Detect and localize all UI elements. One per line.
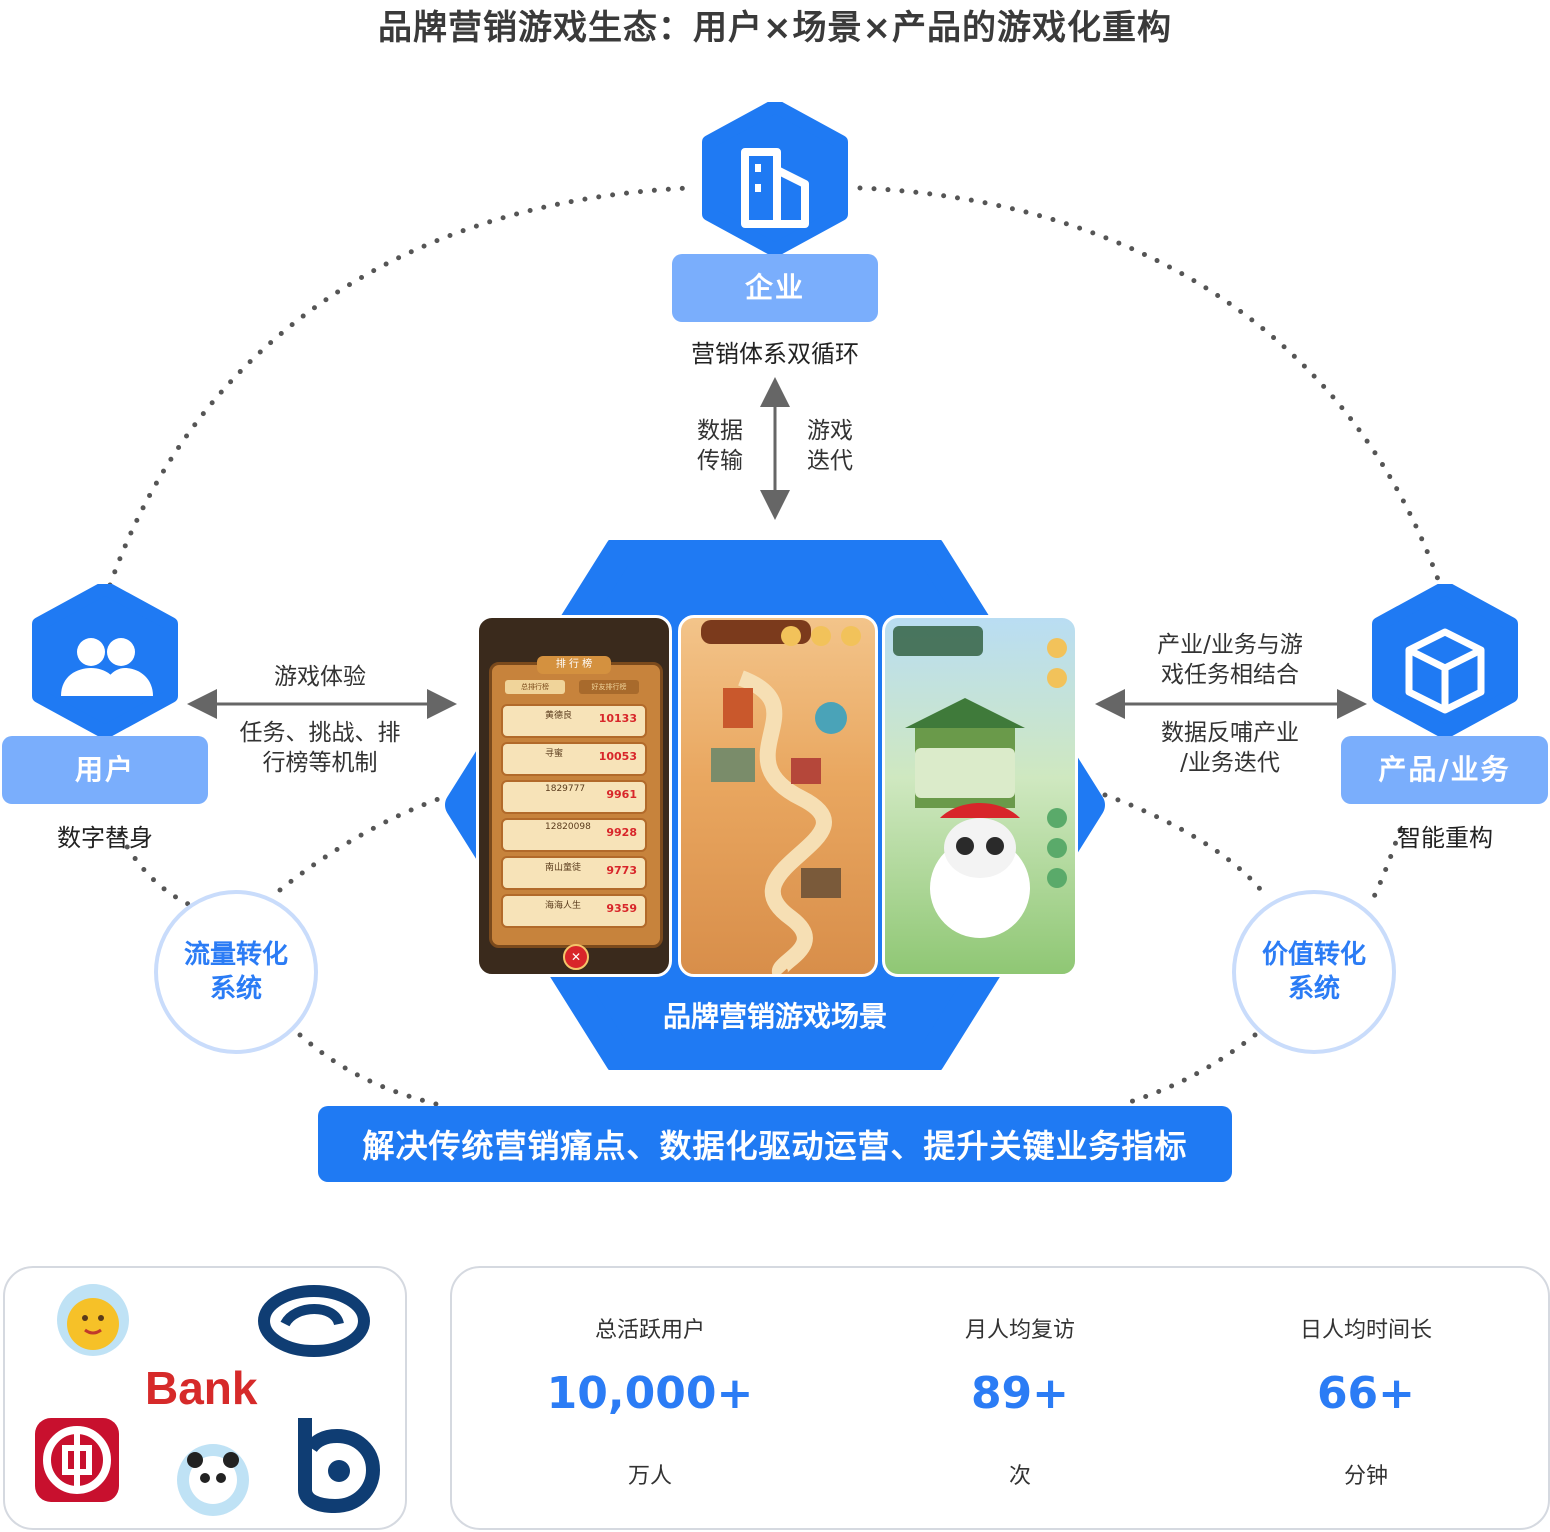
leaderboard-header: 排 行 榜 (537, 656, 611, 674)
user-tag: 用户 (2, 736, 208, 804)
orbit-left-to-center (280, 795, 450, 890)
metric-label: 总活跃用户 (500, 1312, 800, 1344)
product-subtitle: 智能重构 (1340, 818, 1550, 853)
partner-logos: Bank (5, 1268, 405, 1528)
blue-b-logo (305, 1418, 373, 1506)
red-bank-logo (35, 1418, 119, 1502)
user-subtitle: 数字替身 (0, 818, 210, 853)
garden-illustration (885, 618, 1075, 974)
enterprise-hexagon (699, 102, 851, 254)
metric-value: 66+ (1216, 1368, 1516, 1419)
enterprise-tag: 企业 (672, 254, 878, 322)
center-label: 品牌营销游戏场景 (455, 995, 1095, 1035)
metric-value: 10,000+ (500, 1368, 800, 1419)
link-data-feedback: 数据反哺产业/业务迭代 (1130, 718, 1330, 778)
metric-value: 89+ (870, 1368, 1170, 1419)
partner-logos-panel: Bank (3, 1266, 407, 1530)
metric-label: 月人均复访 (870, 1312, 1170, 1344)
panda-logo (177, 1444, 249, 1516)
metric-label: 日人均时间长 (1216, 1312, 1516, 1344)
product-hexagon (1369, 584, 1521, 736)
tab-total[interactable]: 总排行榜 (505, 680, 565, 694)
metric-unit: 分钟 (1216, 1458, 1516, 1490)
link-data-transfer: 数据传输 (680, 416, 760, 476)
swirl-logo (264, 1291, 364, 1351)
orbit-right-to-center (1105, 795, 1265, 895)
tab-friends[interactable]: 好友排行榜 (579, 680, 639, 694)
link-mechanics: 任务、挑战、排行榜等机制 (220, 718, 420, 778)
metric-unit: 万人 (500, 1458, 800, 1490)
mascot-logo (57, 1284, 129, 1356)
link-game-experience: 游戏体验 (220, 662, 420, 692)
user-hexagon (29, 584, 181, 736)
link-industry-tasks: 产业/业务与游戏任务相结合 (1130, 630, 1330, 690)
bank-logo: Bank (145, 1362, 258, 1414)
summary-banner: 解决传统营销痛点、数据化驱动运营、提升关键业务指标 (318, 1106, 1232, 1182)
metric-unit: 次 (870, 1458, 1170, 1490)
phone-garden (882, 615, 1078, 977)
orbit-left-to-banner (300, 1035, 440, 1105)
phone-map (678, 615, 878, 977)
link-game-iteration: 游戏迭代 (790, 416, 870, 476)
orbit-top-left (110, 188, 690, 585)
map-illustration (681, 618, 875, 974)
orbit-top-right (860, 188, 1440, 585)
enterprise-subtitle: 营销体系双循环 (630, 334, 920, 369)
traffic-conversion-circle: 流量转化系统 (154, 890, 318, 1054)
orbit-right-to-banner (1120, 1035, 1255, 1105)
value-conversion-circle: 价值转化系统 (1232, 890, 1396, 1054)
close-icon[interactable]: ✕ (563, 944, 589, 970)
product-tag: 产品/业务 (1341, 736, 1548, 804)
